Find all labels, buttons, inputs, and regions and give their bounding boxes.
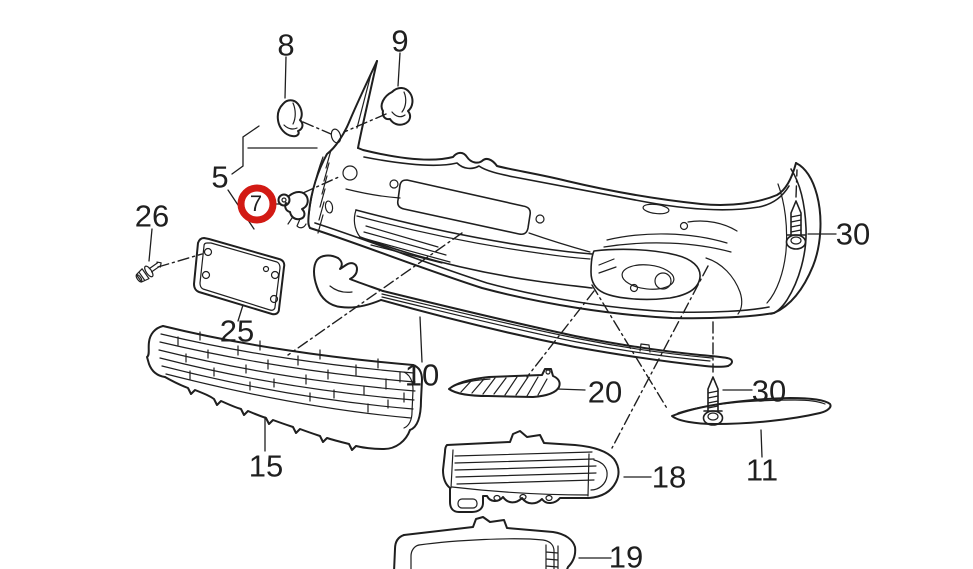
callout-25[interactable]: 25 [219,313,255,349]
callout-5[interactable]: 5 [211,159,229,195]
clip-hole [342,165,358,181]
side-trim-11-drawing[interactable] [671,397,832,425]
intake-hatching [363,225,451,264]
lower-grille-drawing[interactable] [146,325,423,451]
grille-ribs [177,331,405,413]
callout-10[interactable]: 10 [404,357,440,393]
fog-cover-19-drawing[interactable] [393,516,577,569]
license-plate-recess [396,179,532,236]
trim-hatching [460,376,548,397]
fog-grille-18-drawing[interactable] [442,430,620,513]
cap-hole [330,128,342,144]
fog-lamp-opening [654,272,672,290]
fog-lamp-recess [590,248,701,301]
callout-8[interactable]: 8 [277,27,295,63]
assembly-leader-lines [157,113,798,449]
callout-20[interactable]: 20 [587,374,623,410]
sensor-hole [535,214,545,224]
retaining-clip-7-drawing[interactable] [277,191,309,229]
license-plate-bracket-drawing[interactable] [193,237,286,316]
callout-26[interactable]: 26 [134,198,170,234]
side-hatching [317,149,332,234]
screw-30-upper-drawing[interactable] [785,200,807,250]
callout-30-lower[interactable]: 30 [751,373,787,409]
callout-19[interactable]: 19 [608,539,644,569]
callout-leader-lines [148,52,837,559]
sensor-hole [389,179,399,189]
bumper-cover-drawing[interactable] [307,60,822,320]
callout-30-upper[interactable]: 30 [835,216,871,252]
bracket-bolt-26-drawing[interactable] [134,258,165,285]
callout-9[interactable]: 9 [391,23,409,59]
trim-strip-20-drawing[interactable] [448,368,561,398]
callout-15[interactable]: 15 [248,448,284,484]
screw-30-lower-drawing[interactable] [702,376,724,426]
callout-18[interactable]: 18 [651,459,687,495]
cover-cap-9-drawing[interactable] [380,87,414,126]
cover-cap-8-drawing[interactable] [276,99,304,138]
highlight-ring-part-7[interactable] [237,184,277,224]
callout-7[interactable]: 7 [249,191,263,216]
callout-11[interactable]: 11 [745,452,779,488]
